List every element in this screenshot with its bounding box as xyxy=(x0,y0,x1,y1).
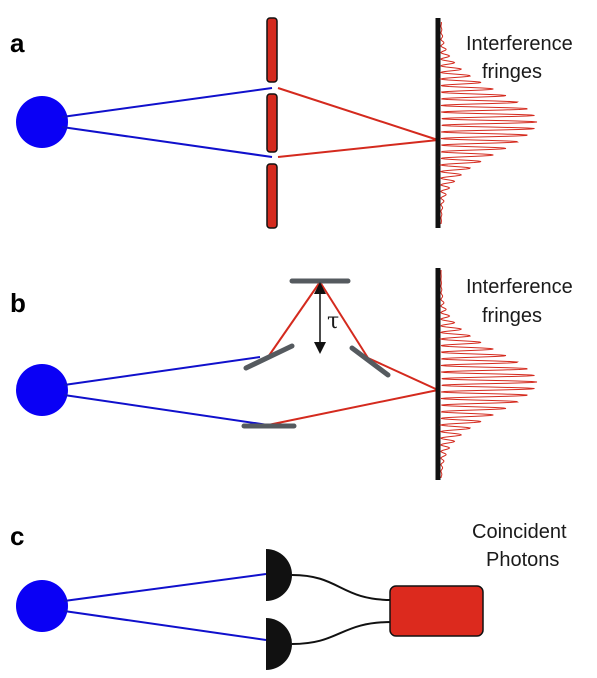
ray-b-blue-upper xyxy=(63,356,261,386)
panel-a-label: a xyxy=(10,28,25,58)
ray-c-blue-upper xyxy=(63,573,267,602)
mirror-b-right xyxy=(349,345,391,378)
light-source-a xyxy=(16,96,68,148)
ray-b-red-to-screen-lower xyxy=(267,389,439,426)
slit-barrier-middle xyxy=(266,93,278,153)
detector-upper xyxy=(266,549,292,601)
ray-b-red-to-top-mirror xyxy=(267,281,321,358)
interference-fringe-pattern-a xyxy=(439,21,538,225)
caption-c-line1: Coincident xyxy=(472,521,567,543)
panel-b: b τ Interference fringes xyxy=(10,268,573,480)
panel-a: a Interference fringes xyxy=(10,17,573,229)
ray-a-red-upper xyxy=(277,87,439,141)
interference-fringe-pattern-b xyxy=(439,269,538,479)
panel-c-label: c xyxy=(10,521,24,551)
slit-barrier-top xyxy=(266,17,278,83)
ray-a-red-lower xyxy=(277,139,439,158)
ray-c-blue-lower xyxy=(63,610,267,641)
caption-c-line2: Photons xyxy=(486,549,559,571)
light-source-b xyxy=(16,364,68,416)
ray-a-blue-upper xyxy=(61,87,273,118)
wire-lower xyxy=(291,621,393,645)
caption-a-line2: fringes xyxy=(482,61,542,83)
ray-b-red-from-top-mirror xyxy=(319,281,369,359)
caption-a-line1: Interference xyxy=(466,33,573,55)
slit-barrier-bottom xyxy=(266,163,278,229)
caption-b-line1: Interference xyxy=(466,276,573,298)
detector-lower xyxy=(266,618,292,670)
mirror-b-left xyxy=(243,343,295,371)
ray-b-blue-lower xyxy=(63,394,269,426)
panel-b-label: b xyxy=(10,288,26,318)
ray-a-blue-lower xyxy=(61,126,273,158)
ray-b-red-to-screen-upper xyxy=(367,357,439,391)
light-source-c xyxy=(16,580,68,632)
coincidence-counter xyxy=(389,585,484,637)
caption-b-line2: fringes xyxy=(482,305,542,327)
delay-symbol: τ xyxy=(327,309,339,334)
panel-c: c Coincident Photons xyxy=(10,521,567,670)
wire-upper xyxy=(291,574,393,601)
